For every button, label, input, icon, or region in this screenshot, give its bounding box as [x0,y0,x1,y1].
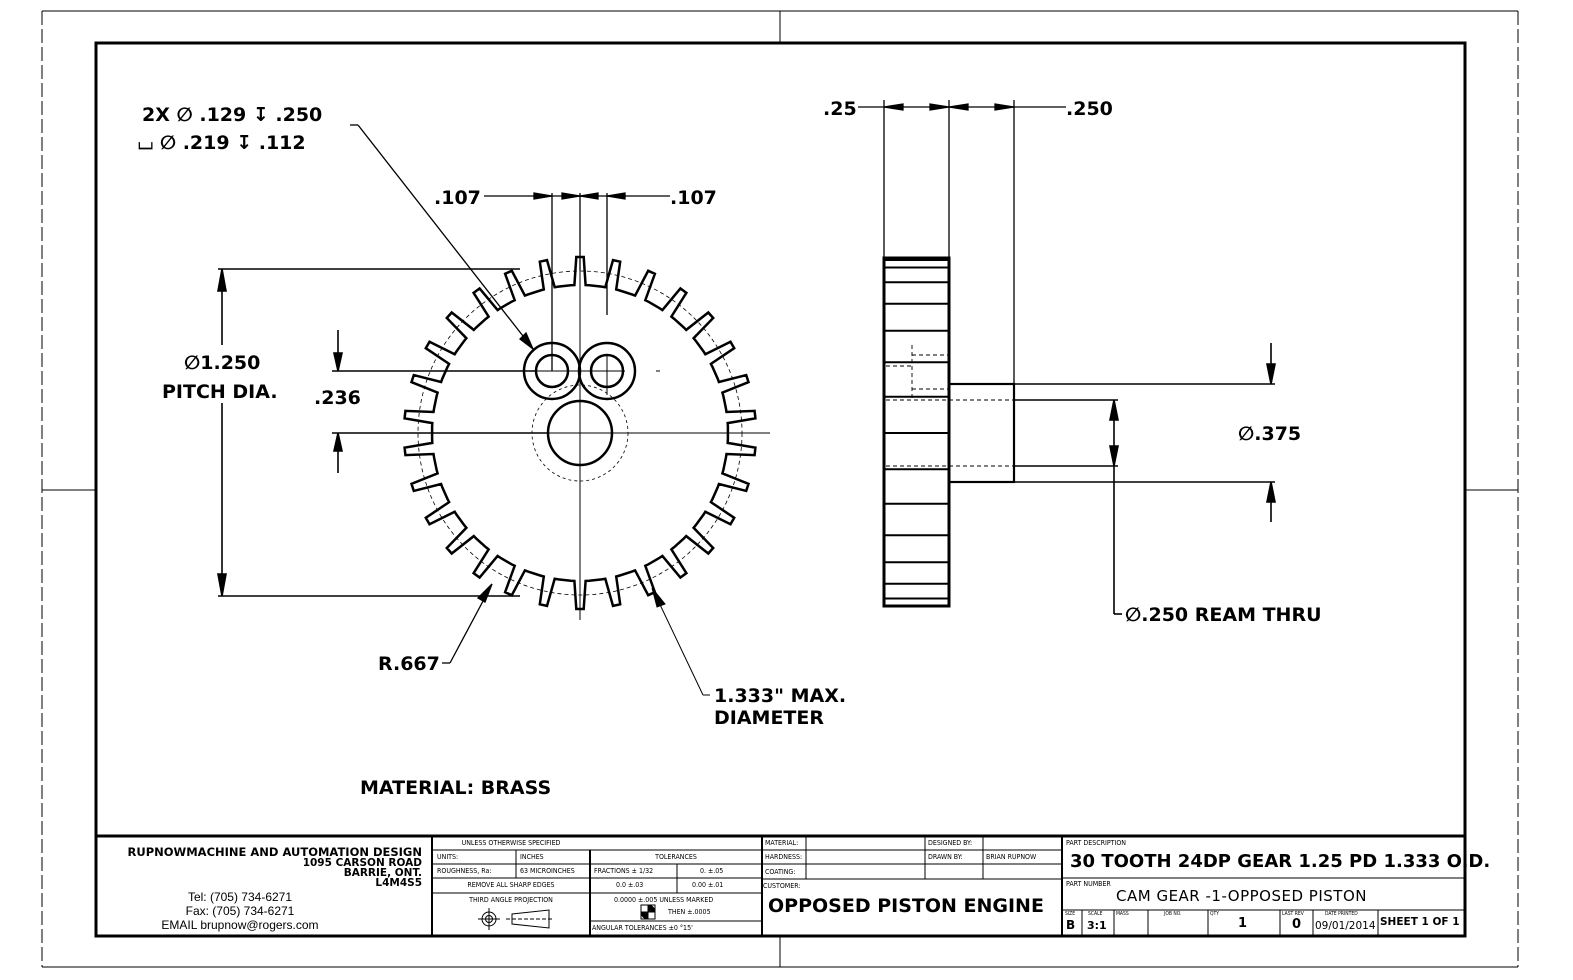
outer-border [41,10,1519,968]
projection-label: THIRD ANGLE PROJECTION [469,896,553,904]
scale-label: SCALE [1088,911,1103,917]
datum-target-icon [640,904,656,920]
date-printed-label: DATE PRINTED [1325,911,1358,917]
max-dia-2: DIAMETER [714,707,824,729]
fax: Fax: (705) 734-6271 [185,904,295,918]
part-description-label: PART DESCRIPTION [1066,839,1126,847]
sharp-edges-note: REMOVE ALL SHARP EDGES [467,881,555,889]
part-number: CAM GEAR -1-OPPOSED PISTON [1116,887,1367,905]
tol-0: 0. ±.05 [700,867,724,875]
job-number-label: JOB NO. [1164,911,1182,917]
size-value: B [1066,918,1076,932]
qty-value: 1 [1238,916,1248,931]
front-view [217,124,770,696]
tolerances-header: TOLERANCES [655,853,697,861]
qty-label: QTY [1210,911,1220,917]
date-printed: 09/01/2014 [1315,920,1376,932]
company-postal: L4M4S5 [375,877,422,889]
hub [947,382,1016,484]
sheet-number: SHEET 1 OF 1 [1380,916,1460,928]
units-label: UNITS: [437,853,459,861]
material-note: MATERIAL: BRASS [360,777,551,799]
material-label: MATERIAL: [765,839,799,847]
contact-block: Tel: (705) 734-6271 Fax: (705) 734-6271 … [120,890,360,932]
width-left: .25 [823,98,857,120]
width-right: .250 [1066,98,1113,120]
last-rev-label: LAST REV [1282,911,1304,917]
drawn-by: BRIAN RUPNOW [986,853,1037,861]
title-block-grid [96,834,1465,936]
hardness-label: HARDNESS: [765,853,803,861]
hole-callout-2: ⌴ ∅ .219 ↧ .112 [138,132,306,154]
part-number-label: PART NUMBER [1066,880,1111,888]
hole-callout-1: 2X ∅ .129 ↧ .250 [142,104,322,126]
designed-by-label: DESIGNED BY: [928,839,973,847]
bore-callout: ∅.250 REAM THRU [1125,604,1322,626]
customer-name: OPPOSED PISTON ENGINE [768,895,1044,917]
max-dia-1: 1.333" MAX. [714,685,846,707]
email-link[interactable]: EMAIL brupnow@rogers.com [161,918,319,932]
hole-spacing-right: .107 [670,187,717,209]
third-angle-projection-icon [478,908,554,930]
company-street: 1095 CARSON ROAD [302,857,422,869]
units-value: INCHES [520,853,544,861]
inner-frame [94,41,1467,938]
phone: Tel: (705) 734-6271 [187,890,293,904]
drawn-by-label: DRAWN BY: [928,853,963,861]
tol-fractions: FRACTIONS ± 1/32 [594,867,654,875]
angular-tolerances: ANGULAR TOLERANCES ±0 °15' [592,924,693,932]
mass-label: MASS [1116,911,1129,917]
tol-4: 0.0000 ±.005 UNLESS MARKED [614,896,714,904]
company-name: RUPNOWMACHINE AND AUTOMATION DESIGN [127,845,422,859]
scale-value: 3:1 [1087,919,1107,932]
last-rev-value: 0 [1292,917,1302,932]
root-radius: R.667 [378,653,440,675]
part-description: 30 TOOTH 24DP GEAR 1.25 PD 1.333 O.D. [1070,851,1491,872]
roughness-value: 63 MICROINCHES [520,867,575,875]
roughness-label: ROUGHNESS, Ra: [437,867,492,875]
gear-outline [403,255,757,611]
hole-spacing-left: .107 [434,187,481,209]
pitch-dia-value: ∅1.250 [184,352,260,374]
tol-then: THEN ±.0005 [668,908,711,916]
dimension-labels: 2X ∅ .129 ↧ .250 ⌴ ∅ .219 ↧ .112 .107 .1… [138,98,1322,799]
tol-2: 0.00 ±.01 [692,881,724,889]
tol-1: 0.0 ±.03 [616,881,644,889]
hub-dia: ∅.375 [1238,423,1301,445]
company-block: RUPNOWMACHINE AND AUTOMATION DESIGN 1095… [100,846,422,888]
company-city: BARRIE, ONT. [343,867,422,879]
unless-header: UNLESS OTHERWISE SPECIFIED [461,839,561,847]
pitch-dia-label: PITCH DIA. [162,381,278,403]
customer-label: CUSTOMER: [763,882,801,890]
side-view [858,100,1276,615]
hole-offset: .236 [314,387,361,409]
size-label: SIZE [1065,911,1076,917]
coating-label: COATING: [765,868,796,876]
